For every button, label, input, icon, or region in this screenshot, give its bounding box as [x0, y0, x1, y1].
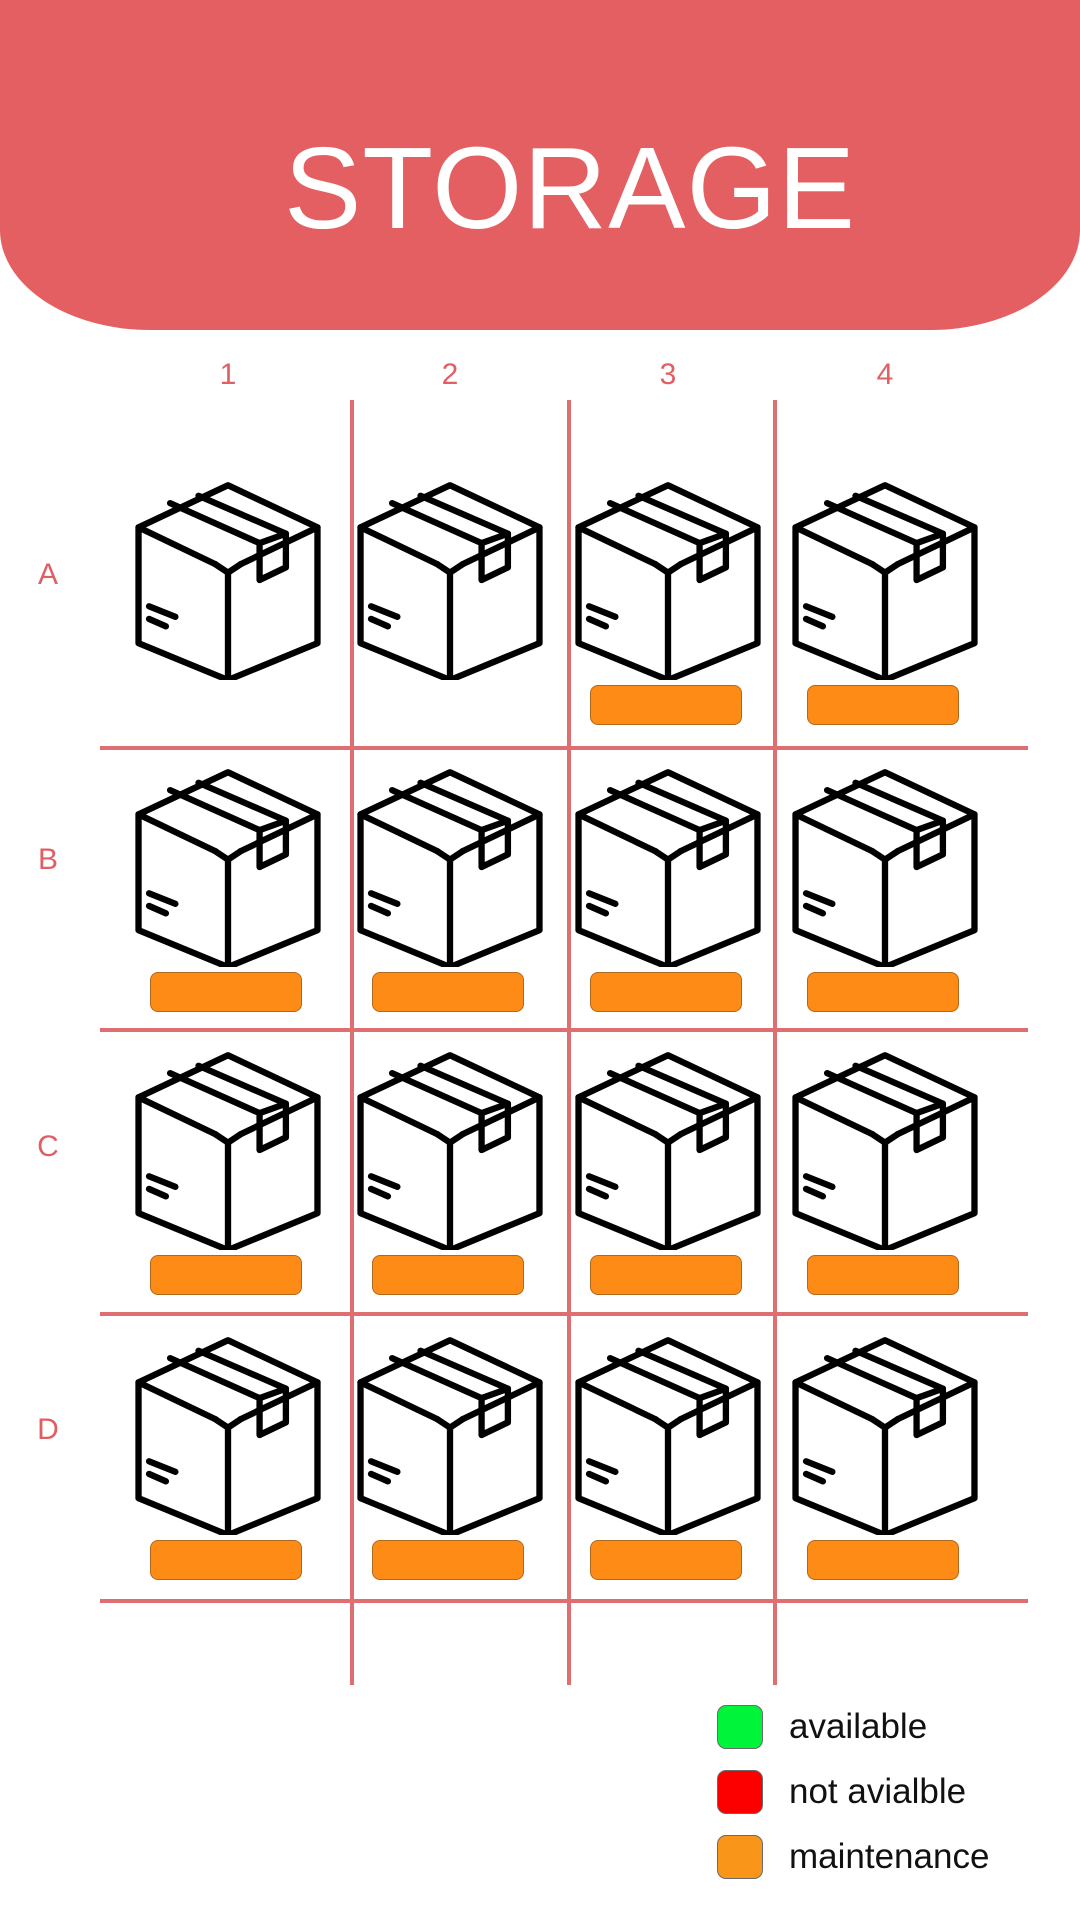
status-indicator-maintenance[interactable] — [807, 1255, 959, 1295]
status-indicator-maintenance[interactable] — [372, 972, 524, 1012]
storage-slot-B3[interactable] — [568, 767, 768, 1037]
column-label-4: 4 — [876, 358, 894, 391]
column-label-3: 3 — [659, 358, 677, 391]
status-indicator-maintenance[interactable] — [372, 1255, 524, 1295]
package-box-icon — [133, 767, 323, 971]
header-banner: STORAGE — [0, 0, 1080, 330]
storage-slot-C2[interactable] — [350, 1050, 550, 1320]
grid-divider-horizontal — [100, 746, 1028, 750]
package-box-icon — [790, 1050, 980, 1254]
status-indicator-maintenance[interactable] — [150, 1540, 302, 1580]
storage-slot-A1[interactable] — [128, 480, 328, 750]
storage-slot-B1[interactable] — [128, 767, 328, 1037]
storage-slot-C3[interactable] — [568, 1050, 768, 1320]
legend-label: available — [789, 1707, 928, 1746]
column-label-2: 2 — [441, 358, 459, 391]
row-label-B: B — [37, 843, 58, 876]
legend-swatch — [717, 1770, 763, 1814]
package-box-icon — [573, 480, 763, 684]
package-box-icon — [355, 480, 545, 684]
storage-slot-B4[interactable] — [785, 767, 985, 1037]
grid-divider-horizontal — [100, 1028, 1028, 1032]
row-label-C: C — [37, 1130, 59, 1163]
storage-slot-D3[interactable] — [568, 1335, 768, 1605]
storage-slot-C1[interactable] — [128, 1050, 328, 1320]
grid-divider-horizontal — [100, 1312, 1028, 1316]
status-indicator-maintenance[interactable] — [590, 1540, 742, 1580]
column-label-1: 1 — [219, 358, 237, 391]
package-box-icon — [790, 480, 980, 684]
storage-slot-A4[interactable] — [785, 480, 985, 750]
row-label-A: A — [37, 558, 58, 591]
storage-slot-A3[interactable] — [568, 480, 768, 750]
package-box-icon — [355, 1050, 545, 1254]
legend-swatch — [717, 1705, 763, 1749]
status-indicator-maintenance[interactable] — [150, 972, 302, 1012]
storage-slot-D4[interactable] — [785, 1335, 985, 1605]
package-box-icon — [790, 767, 980, 971]
page-title: STORAGE — [283, 123, 857, 253]
package-box-icon — [133, 1335, 323, 1539]
status-indicator-maintenance[interactable] — [807, 972, 959, 1012]
legend-label: not avialble — [789, 1772, 967, 1811]
grid-divider-vertical — [567, 400, 571, 1685]
package-box-icon — [790, 1335, 980, 1539]
package-box-icon — [573, 767, 763, 971]
package-box-icon — [573, 1050, 763, 1254]
storage-slot-A2[interactable] — [350, 480, 550, 750]
grid-divider-vertical — [773, 400, 777, 1685]
legend-label: maintenance — [789, 1837, 990, 1876]
status-indicator-maintenance[interactable] — [590, 685, 742, 725]
storage-slot-C4[interactable] — [785, 1050, 985, 1320]
status-indicator-maintenance[interactable] — [590, 972, 742, 1012]
package-box-icon — [355, 767, 545, 971]
status-indicator-maintenance[interactable] — [372, 1540, 524, 1580]
storage-slot-B2[interactable] — [350, 767, 550, 1037]
grid-divider-vertical — [350, 400, 354, 1685]
storage-slot-D2[interactable] — [350, 1335, 550, 1605]
storage-slot-D1[interactable] — [128, 1335, 328, 1605]
status-indicator-maintenance[interactable] — [807, 685, 959, 725]
status-indicator-maintenance[interactable] — [150, 1255, 302, 1295]
package-box-icon — [133, 480, 323, 684]
package-box-icon — [133, 1050, 323, 1254]
legend-swatch — [717, 1835, 763, 1879]
row-label-D: D — [37, 1413, 59, 1446]
status-indicator-maintenance[interactable] — [807, 1540, 959, 1580]
status-indicator-maintenance[interactable] — [590, 1255, 742, 1295]
package-box-icon — [573, 1335, 763, 1539]
grid-divider-horizontal — [100, 1599, 1028, 1603]
package-box-icon — [355, 1335, 545, 1539]
